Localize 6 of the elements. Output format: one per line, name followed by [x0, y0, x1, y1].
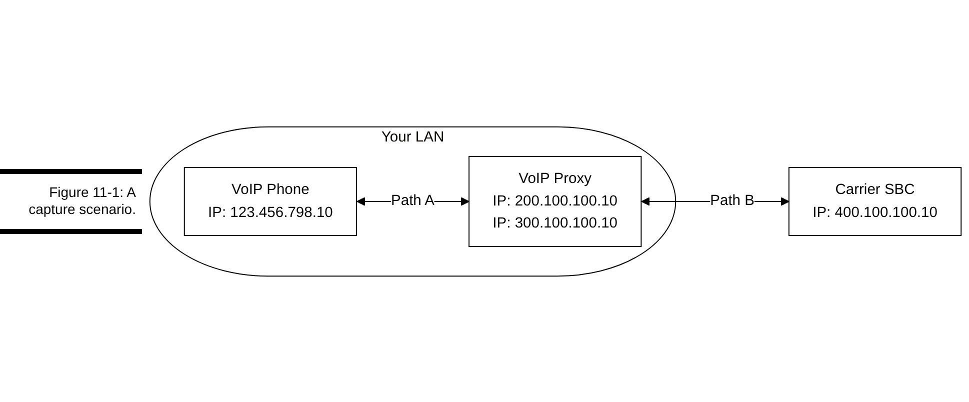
node-box: Carrier SBC IP: 400.100.100.10 [788, 166, 962, 236]
node-box: VoIP Proxy IP: 200.100.100.10 IP: 300.100.100.10 [468, 155, 642, 247]
figure-caption: Figure 11-1: A capture scenario. [0, 168, 142, 234]
edge-label: Path B [710, 192, 754, 209]
edge-label: Path A [391, 192, 435, 209]
node-box: VoIP Phone IP: 123.456.798.10 [184, 166, 358, 236]
